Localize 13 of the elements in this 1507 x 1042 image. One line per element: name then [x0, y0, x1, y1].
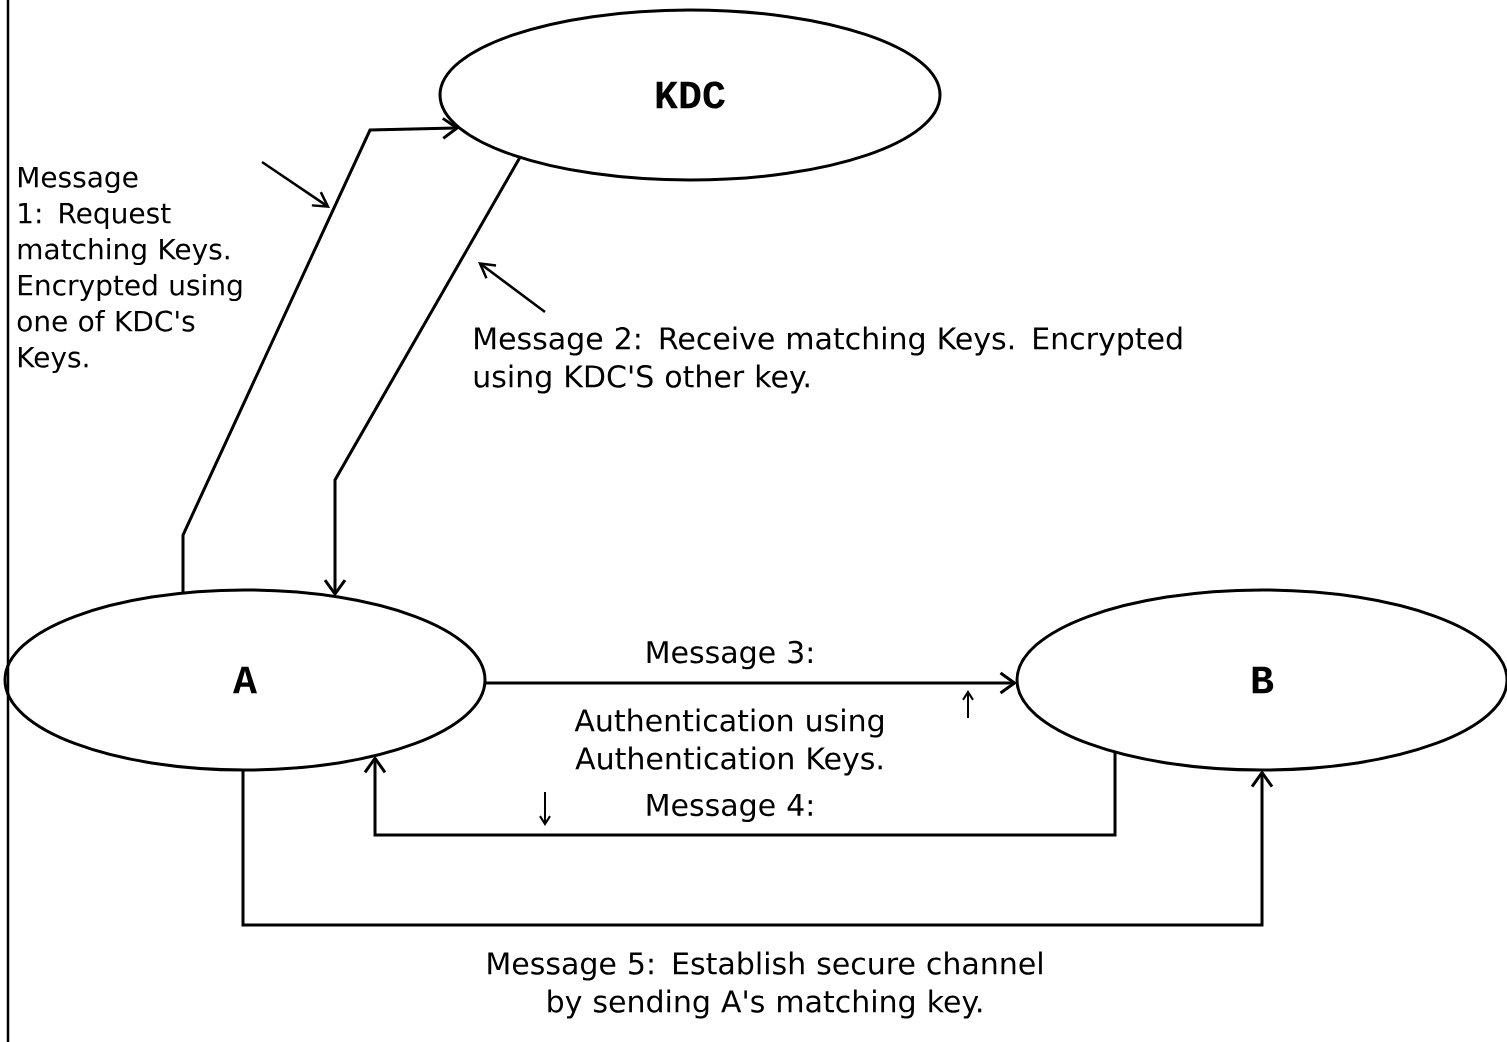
note-text: Authentication using Authentication Keys. [574, 708, 883, 776]
ellipse-node: KDC [438, 8, 942, 182]
arrow [484, 671, 1018, 695]
edge-label: Message 5: Establish secure channel by sending A's matching key. [488, 951, 1042, 1019]
edge-label: Message 2: Receive matching Keys. Encrypted using KDC'S other key. [474, 326, 1182, 394]
edge-label: Message 1: Request matching Keys. Encrypted using one of KDC's Keys. [17, 166, 242, 374]
arrow [323, 156, 522, 597]
ellipse-node: A [3, 588, 487, 772]
edge-label: Message 4: [647, 793, 812, 823]
arrow [181, 117, 460, 594]
arrow [241, 770, 1274, 927]
edge-label: Message 3: [647, 640, 812, 670]
arrow [363, 752, 1117, 837]
